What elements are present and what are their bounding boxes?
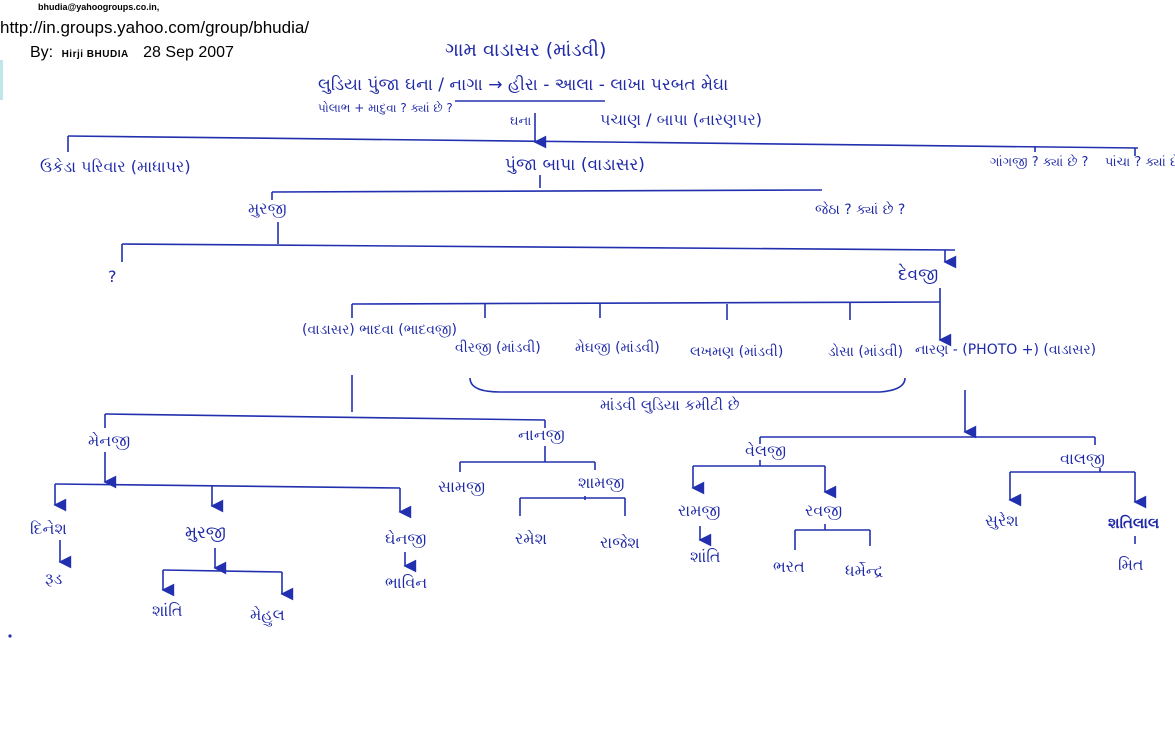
level6-b1: સામજી: [438, 477, 485, 496]
mandvi-group-bracket: [469, 377, 906, 393]
byline-prefix: By:: [30, 44, 54, 61]
ancestors-right: પચાણ / બાપા (નારણપર): [600, 110, 762, 129]
level7-d2c: મિત: [1118, 555, 1144, 574]
diagram-title: ગામ વાડાસર (માંડવી): [445, 39, 606, 61]
level6-c2: રવજી: [805, 501, 842, 520]
ancestors-line: લુડિયા પુંજા ઘના / નાગા → હીરા - આલા - લ…: [318, 74, 728, 95]
murji-bar: [162, 569, 283, 573]
level7-a1c: રૂડ: [45, 569, 63, 588]
level2-right: જેઠા ? ક્યાં છે ?: [815, 201, 905, 218]
level7-b2c1: રમેશ: [515, 529, 547, 548]
level6-d1: સુરેશ: [985, 511, 1019, 530]
level2-left: મુરજી: [248, 199, 287, 218]
mandvi-group-note: માંડવી લુડિયા કમીટી છે: [600, 396, 739, 414]
level4-c4: લખમણ (માંડવી): [690, 344, 783, 360]
level6-a3: ઘેનજી: [385, 529, 426, 548]
ancestors-mid: ઘના: [510, 114, 531, 129]
stray-dot: [8, 634, 12, 638]
level7-a2c1: શાંતિ: [152, 601, 182, 620]
byline-date: 28 Sep 2007: [143, 44, 234, 61]
level7-a2c2: મેહુલ: [250, 605, 285, 627]
header-byline: By: Hirji BHUDIA 28 Sep 2007: [30, 44, 234, 62]
level4-c2: વીરજી (માંડવી): [455, 340, 541, 356]
header-url: http://in.groups.yahoo.com/group/bhudia/: [0, 18, 310, 37]
byline-author: Hirji BHUDIA: [61, 49, 129, 60]
level6-b2: શામજી: [578, 473, 625, 492]
level2-bar: [271, 189, 823, 193]
level3-bar: [121, 243, 956, 251]
level6-d2: શતિલાલ: [1108, 514, 1160, 532]
menji-bar: [54, 483, 401, 489]
level1-right1: ગાંગજી ? ક્યાં છે ?: [990, 154, 1088, 170]
level4-c6: નારણ - (PHOTO +) (વાડાસર): [915, 342, 1096, 358]
level4-c3: મેઘજી (માંડવી): [575, 339, 660, 356]
level6-a1: દિનેશ: [30, 519, 67, 538]
level1-center: પુંજા બાપા (વાડાસર): [505, 155, 645, 175]
level7-a3c: ભાવિન: [385, 573, 427, 592]
level3-right: દેવજી: [898, 263, 938, 285]
level5-d: વાલજી: [1060, 449, 1105, 468]
level1-bar: [67, 135, 1139, 149]
level5-c: વેલજી: [745, 441, 786, 460]
level3-left: ?: [108, 267, 117, 286]
level6-c1: રામજી: [678, 501, 720, 520]
level4-bar: [351, 301, 941, 305]
level4-c5: ડોસા (માંડવી): [828, 343, 903, 360]
level5-left-bar: [104, 413, 546, 421]
left-edge-mark: [0, 60, 3, 100]
header-email: bhudia@yahoogroups.co.in,: [38, 2, 160, 12]
level1-right2: પાંચા ? ક્યાં છે ?: [1105, 154, 1175, 170]
level7-c1c: શાંતિ: [690, 547, 720, 566]
ancestors-left: પોલાભ + માદુવા ? ક્યાં છે ?: [318, 101, 453, 115]
level7-b2c2: રાજેશ: [600, 533, 640, 552]
level1-left-1: ઉકેડા પરિવાર (માધાપર): [40, 157, 191, 176]
level6-a2: મુરજી: [185, 523, 226, 543]
level7-c2c1: ભરત: [773, 557, 805, 576]
level7-c2c2: ધર્મેન્દ્ર: [845, 561, 884, 580]
level5-a: મેનજી: [88, 431, 130, 450]
level4-c1: (વાડાસર) ભાદવા (ભાદવજી): [302, 322, 457, 338]
level5-b: નાનજી: [518, 425, 565, 444]
